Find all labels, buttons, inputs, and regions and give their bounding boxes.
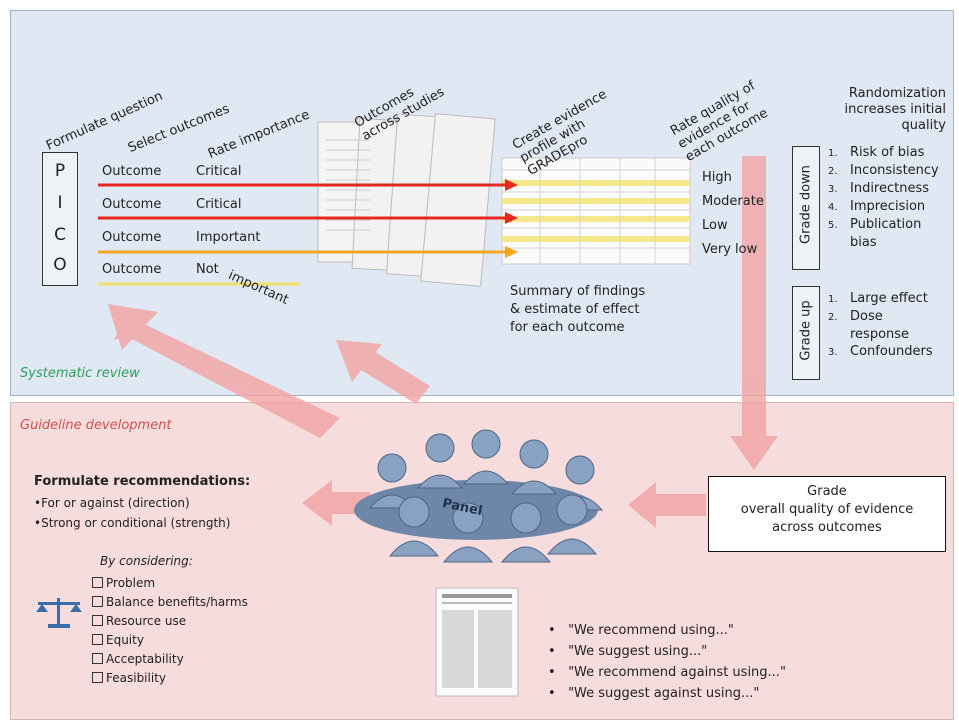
quality-very-low: Very low [702, 242, 758, 257]
outcome-3-importance: Important [196, 230, 261, 245]
summary-line-1: Summary of findings [510, 284, 646, 299]
grade-box-line-1: Grade [807, 484, 847, 499]
recommendations-strength: •Strong or conditional (strength) [34, 516, 231, 530]
guideline-document-icon [435, 587, 519, 697]
considering-item-acceptability: Acceptability [92, 650, 248, 669]
checkbox-icon [92, 634, 103, 645]
outcome-3-label: Outcome [102, 230, 162, 245]
study-documents-icon [317, 113, 496, 287]
quality-moderate: Moderate [702, 194, 764, 209]
big-arrows [108, 156, 778, 528]
guideline-development-label: Guideline development [20, 418, 172, 433]
grade-down-item: 4.Imprecision [828, 199, 926, 214]
grade-up-item: response [850, 327, 910, 342]
considering-item-feasibility: Feasibility [92, 669, 248, 688]
grade-up-label: Grade up [798, 300, 814, 361]
pico-box: P I C O [42, 152, 78, 286]
summary-line-2: & estimate of effect [510, 302, 640, 317]
outcome-1-label: Outcome [102, 164, 162, 179]
grade-down-item: 5.Publication [828, 217, 922, 232]
outcome-lines [98, 179, 518, 286]
outcome-2-importance: Critical [196, 197, 242, 212]
grade-down-item: 1.Risk of bias [828, 145, 925, 160]
grade-up-list: 1.Large effect 2.Dose response 3.Confoun… [828, 290, 933, 361]
considering-item-equity: Equity [92, 631, 248, 650]
pico-o: O [53, 255, 67, 275]
recommendations-title: Formulate recommendations: [34, 474, 251, 489]
systematic-review-label: Systematic review [20, 366, 140, 381]
pico-p: P [54, 161, 66, 181]
grade-down-label: Grade down [798, 165, 814, 244]
outcome-4-label: Outcome [102, 262, 162, 277]
considering-item-problem: Problem [92, 574, 248, 593]
considering-item-balance: Balance benefits/harms [92, 593, 248, 612]
grade-up-item: 1.Large effect [828, 291, 928, 306]
recommendations-direction: •For or against (direction) [34, 496, 190, 510]
statement-item: • "We suggest against using..." [548, 686, 760, 701]
summary-line-3: for each outcome [510, 320, 625, 335]
statement-item: • "We recommend against using..." [548, 665, 786, 680]
checkbox-icon [92, 653, 103, 664]
outcome-1-importance: Critical [196, 164, 242, 179]
grade-box-line-3: across outcomes [772, 520, 882, 535]
outcome-4-importance: Not [196, 262, 219, 277]
panel-people-icon [354, 429, 604, 563]
pico-c: C [54, 225, 66, 245]
checkbox-icon [92, 615, 103, 626]
quality-high: High [702, 170, 732, 185]
quality-low: Low [702, 218, 728, 233]
evidence-profile-table [501, 157, 691, 265]
pico-i: I [57, 193, 63, 213]
checkbox-icon [92, 672, 103, 683]
considering-title: By considering: [100, 554, 193, 568]
considering-list: Problem Balance benefits/harms Resource … [92, 574, 248, 688]
considering-item-resource: Resource use [92, 612, 248, 631]
grade-down-item: 3.Indirectness [828, 181, 930, 196]
outcome-2-label: Outcome [102, 197, 162, 212]
checkbox-icon [92, 596, 103, 607]
randomization-line-3: quality [901, 118, 946, 133]
grade-up-item: 3.Confounders [828, 344, 933, 359]
statement-item: • "We suggest using..." [548, 644, 708, 659]
randomization-line-2: increases initial [844, 102, 946, 117]
recommendation-statements: • "We recommend using..." • "We suggest … [548, 620, 786, 704]
grade-down-list: 1.Risk of bias 2.Inconsistency 3.Indirec… [828, 144, 939, 251]
grade-down-item: bias [850, 235, 877, 250]
grade-overall-quality-box: Grade overall quality of evidence across… [708, 476, 946, 552]
randomization-line-1: Randomization [848, 86, 946, 101]
grade-up-item: 2.Dose [828, 309, 883, 324]
grade-box-line-2: overall quality of evidence [740, 502, 914, 517]
grade-down-box: Grade down [792, 146, 820, 270]
scales-icon [36, 598, 82, 628]
checkbox-icon [92, 577, 103, 588]
statement-item: • "We recommend using..." [548, 623, 734, 638]
grade-down-item: 2.Inconsistency [828, 163, 939, 178]
grade-up-box: Grade up [792, 286, 820, 380]
